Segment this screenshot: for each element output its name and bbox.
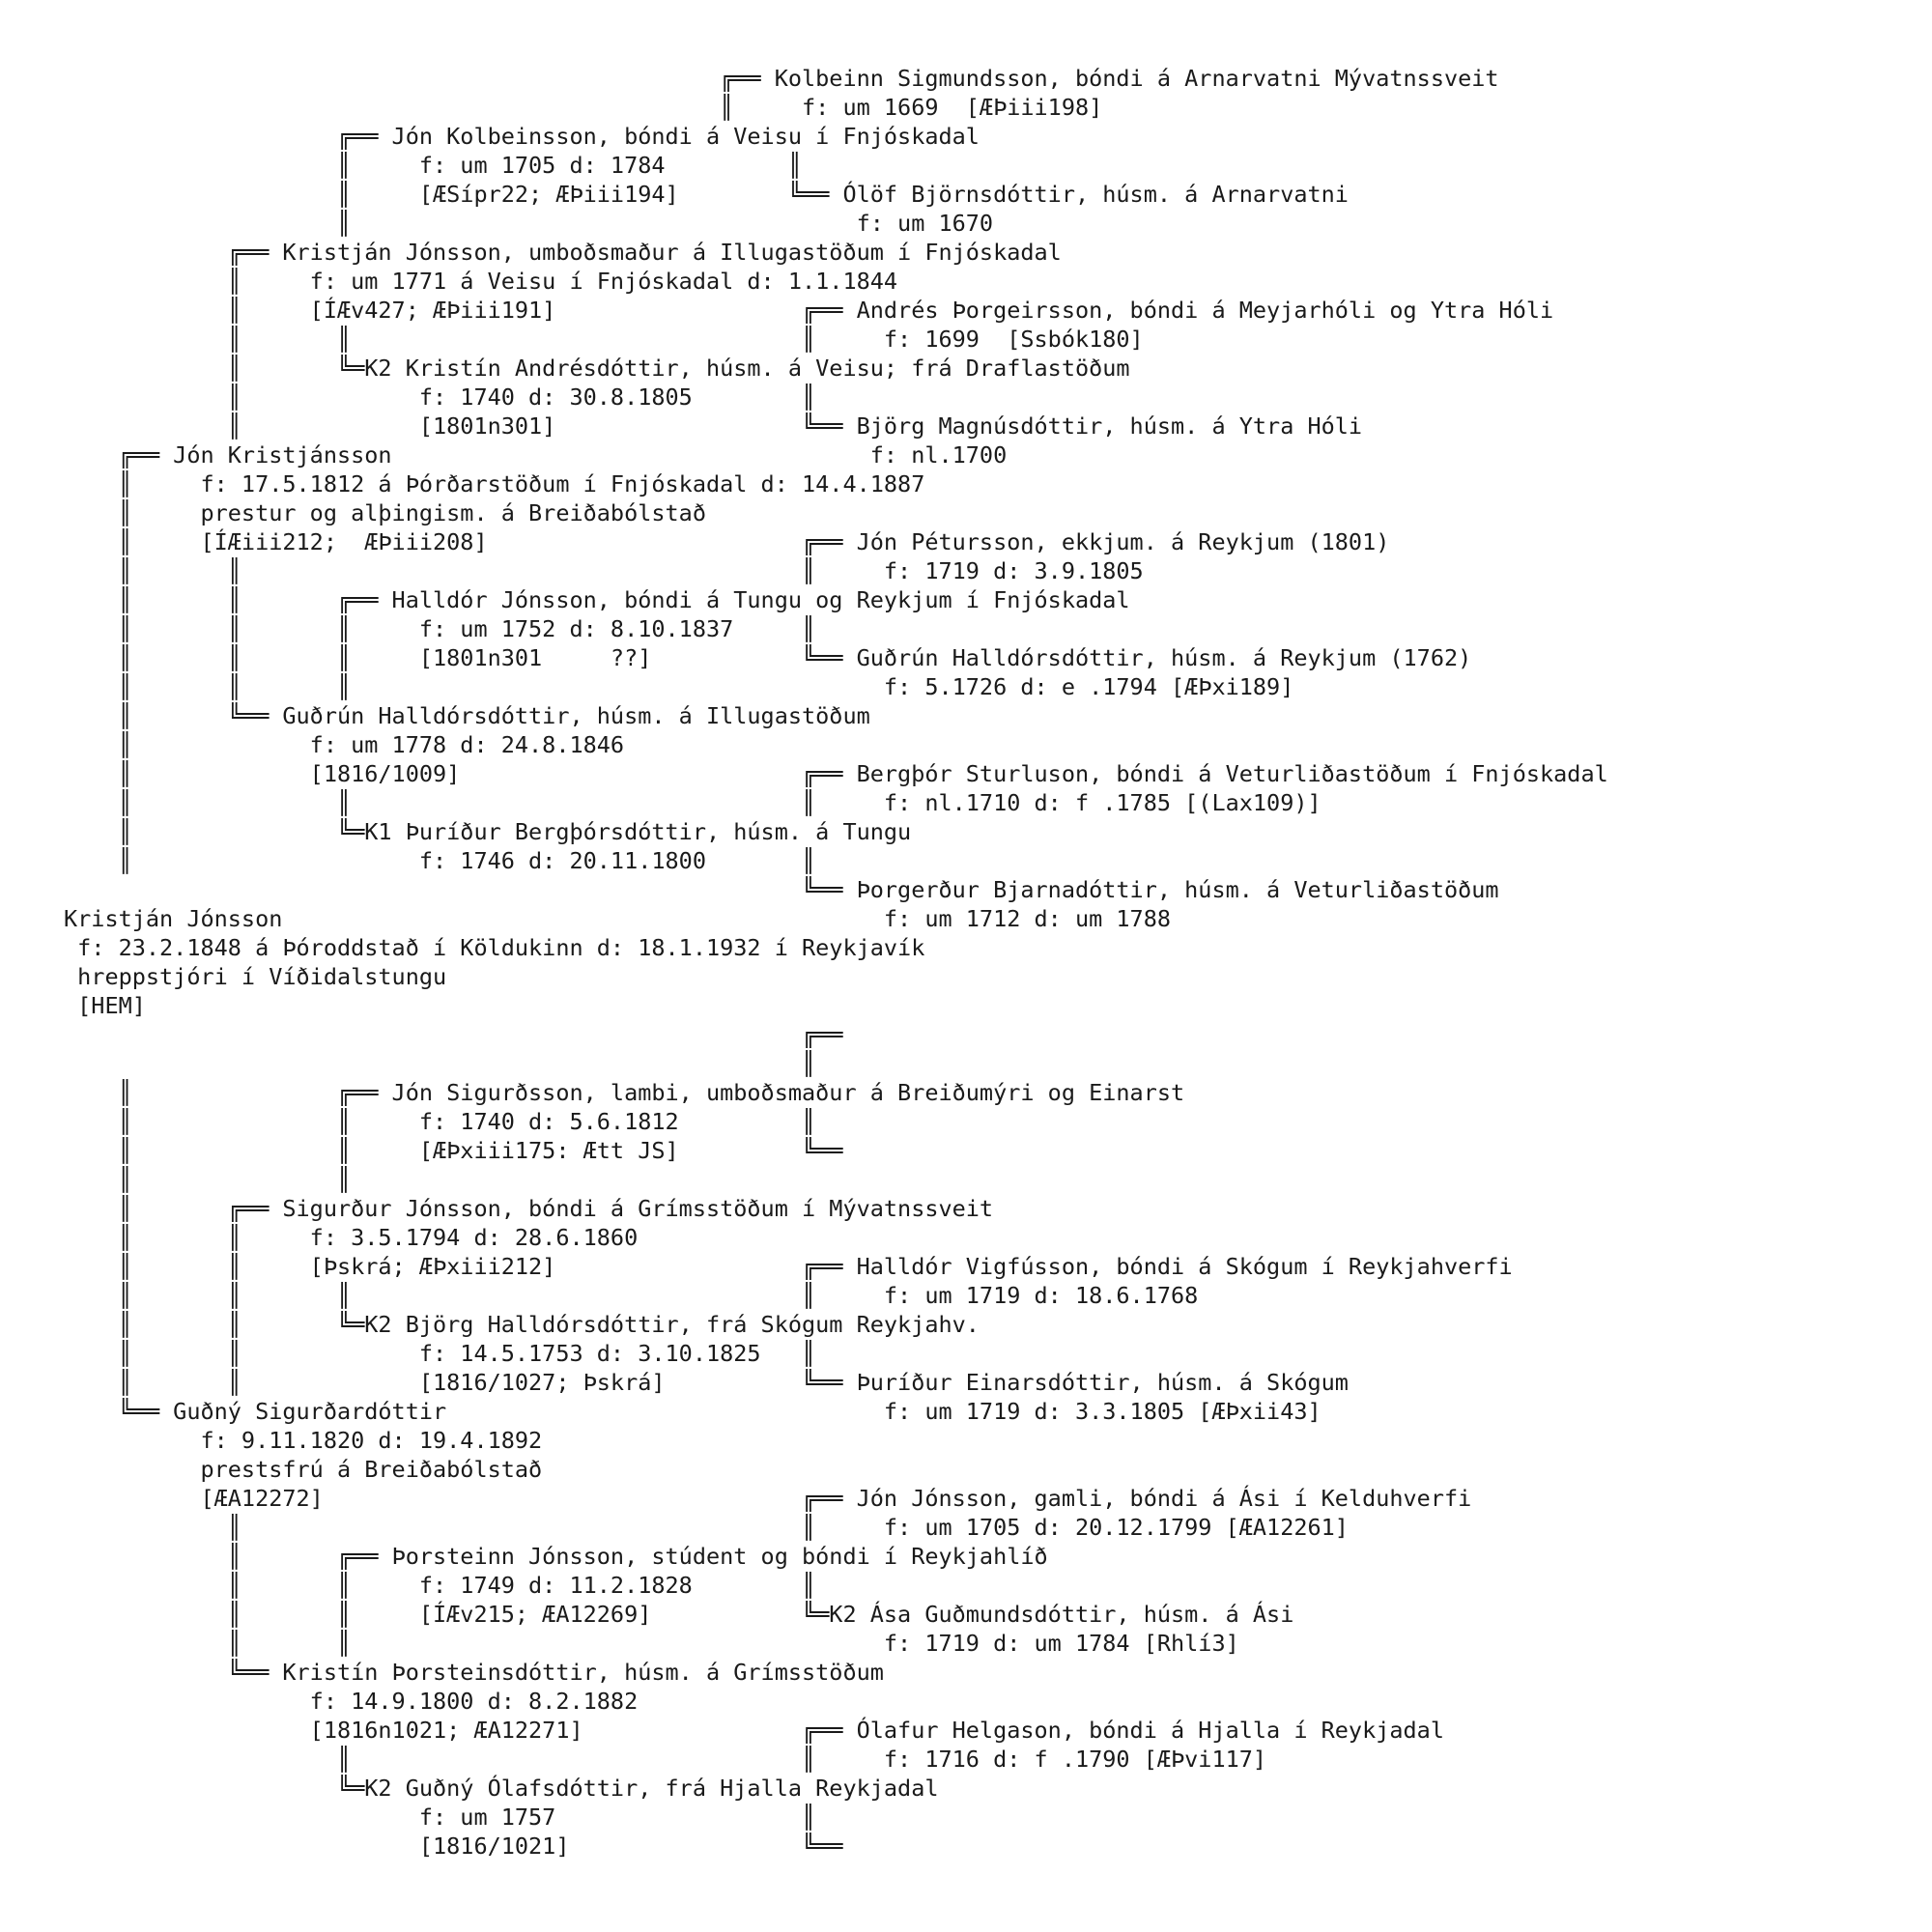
tree-line: [ÆA12272] ╔══ Jón Jónsson, gamli, bóndi … [64,1485,1472,1512]
tree-line: ║ ║ f: 1716 d: f .1790 [ÆÞvi117] [64,1746,1267,1773]
tree-line: ║ ║ f: 1740 d: 5.6.1812 ║ [64,1108,816,1135]
tree-line: [HEM] [64,992,146,1019]
tree-line: ║ ╔══ Sigurður Jónsson, bóndi á Grímsstö… [64,1195,994,1222]
tree-line: ╔══ Jón Kristjánsson f: nl.1700 [64,441,1008,469]
tree-line: ╚══ Kristín Þorsteinsdóttir, húsm. á Grí… [64,1659,884,1686]
tree-line: ║ f: 1746 d: 20.11.1800 ║ [64,847,816,874]
tree-line: f: 14.9.1800 d: 8.2.1882 [64,1688,639,1715]
tree-line: ║ ║ f: 1749 d: 11.2.1828 ║ [64,1572,816,1599]
tree-line: prestsfrú á Breiðabólstað [64,1456,543,1483]
tree-line: hreppstjóri í Víðidalstungu [64,963,447,990]
tree-line: ║ f: 1740 d: 30.8.1805 ║ [64,384,816,411]
tree-line: ║ [64,1050,816,1077]
tree-line: ║ ║ [1816/1027; Þskrá] ╚══ Þuríður Einar… [64,1369,1349,1396]
tree-line: ║ ╚═K1 Þuríður Bergþórsdóttir, húsm. á T… [64,818,912,845]
tree-line: ║ f: um 1669 [ÆÞiii198] [64,94,1103,121]
tree-line: ║ [ÆSípr22; ÆÞiii194] ╚══ Ólöf Björnsdót… [64,181,1349,208]
tree-line: [1816/1021] ╚══ [64,1833,843,1860]
tree-line: ║ ║ f: um 1705 d: 20.12.1799 [ÆA12261] [64,1514,1349,1541]
tree-line: f: 9.11.1820 d: 19.4.1892 [64,1427,543,1454]
tree-line: ╚══ Guðný Sigurðardóttir f: um 1719 d: 3… [64,1398,1321,1425]
tree-line: ║ [1801n301] ╚══ Björg Magnúsdóttir, hús… [64,412,1363,440]
tree-line: ║ f: um 1705 d: 1784 ║ [64,152,803,179]
tree-line: ║ [ÍÆv427; ÆÞiii191] ╔══ Andrés Þorgeirs… [64,297,1554,324]
tree-line: ║ f: um 1771 á Veisu í Fnjóskadal d: 1.1… [64,268,898,295]
tree-line: ║ ║ [Þskrá; ÆÞxiii212] ╔══ Halldór Vigfú… [64,1253,1513,1280]
tree-line: ║ ║ ║ f: 1699 [Ssbók180] [64,326,1144,353]
tree-line: ╚══ Þorgerður Bjarnadóttir, húsm. á Vetu… [64,876,1499,903]
tree-line: ║ ║ ║ f: nl.1710 d: f .1785 [(Lax109)] [64,789,1321,816]
tree-line: ║ [1816/1009] ╔══ Bergþór Sturluson, bón… [64,760,1608,787]
tree-line: ║ ║ ╔══ Halldór Jónsson, bóndi á Tungu o… [64,586,1130,613]
tree-line: ║ f: um 1670 [64,210,994,237]
tree-line: ║ prestur og alþingism. á Breiðabólstað [64,499,706,526]
tree-line: [1816n1021; ÆA12271] ╔══ Ólafur Helgason… [64,1717,1444,1744]
tree-line: ╔══ Kristján Jónsson, umboðsmaður á Illu… [64,239,1062,266]
tree-line: ║ ║ f: 3.5.1794 d: 28.6.1860 [64,1224,639,1251]
tree-line: ║ ║ [ÆÞxiii175: Ætt JS] ╚══ [64,1137,843,1164]
tree-line: ║ f: 17.5.1812 á Þórðarstöðum í Fnjóskad… [64,470,925,497]
tree-line: ║ ║ [64,1166,352,1193]
tree-line: ║ ║ f: 1719 d: um 1784 [Rhlí3] [64,1630,1239,1657]
tree-line: ║ ║ ║ ║ f: um 1719 d: 18.6.1768 [64,1282,1199,1309]
tree-line: ║ ║ ╚═K2 Björg Halldórsdóttir, frá Skógu… [64,1311,980,1338]
tree-line: ║ ║ ║ [1801n301 ??] ╚══ Guðrún Halldórsd… [64,644,1472,671]
tree-line: ║ ║ ║ f: um 1752 d: 8.10.1837 ║ [64,615,816,642]
tree-line: ║ ╔══ Þorsteinn Jónsson, stúdent og bónd… [64,1543,1048,1570]
tree-line: ╚═K2 Guðný Ólafsdóttir, frá Hjalla Reykj… [64,1775,939,1802]
tree-line: ║ ╚══ Guðrún Halldórsdóttir, húsm. á Ill… [64,702,870,729]
tree-line: ╔══ Jón Kolbeinsson, bóndi á Veisu í Fnj… [64,123,980,150]
tree-line: f: 23.2.1848 á Þóroddstað í Köldukinn d:… [64,934,925,961]
tree-line: Kristján Jónsson f: um 1712 d: um 1788 [64,905,1172,932]
tree-line: ╔══ Kolbeinn Sigmundsson, bóndi á Arnarv… [64,65,1499,92]
tree-line: f: um 1757 ║ [64,1804,816,1831]
genealogy-tree: ╔══ Kolbeinn Sigmundsson, bóndi á Arnarv… [64,64,1608,1861]
tree-line: ║ ║ ║ f: 1719 d: 3.9.1805 [64,557,1144,584]
tree-line: ║ f: um 1778 d: 24.8.1846 [64,731,625,758]
tree-line: ║ ╚═K2 Kristín Andrésdóttir, húsm. á Vei… [64,355,1130,382]
tree-line: ║ ║ f: 14.5.1753 d: 3.10.1825 ║ [64,1340,816,1367]
tree-line: ║ ║ [ÍÆv215; ÆA12269] ╚═K2 Ása Guðmundsd… [64,1601,1294,1628]
tree-line: ║ ╔══ Jón Sigurðsson, lambi, umboðsmaður… [64,1079,1185,1106]
tree-line: ║ ║ ║ f: 5.1726 d: e .1794 [ÆÞxi189] [64,673,1294,700]
tree-line: ╔══ [64,1021,843,1048]
tree-line: ║ [ÍÆiii212; ÆÞiii208] ╔══ Jón Pétursson… [64,528,1390,555]
